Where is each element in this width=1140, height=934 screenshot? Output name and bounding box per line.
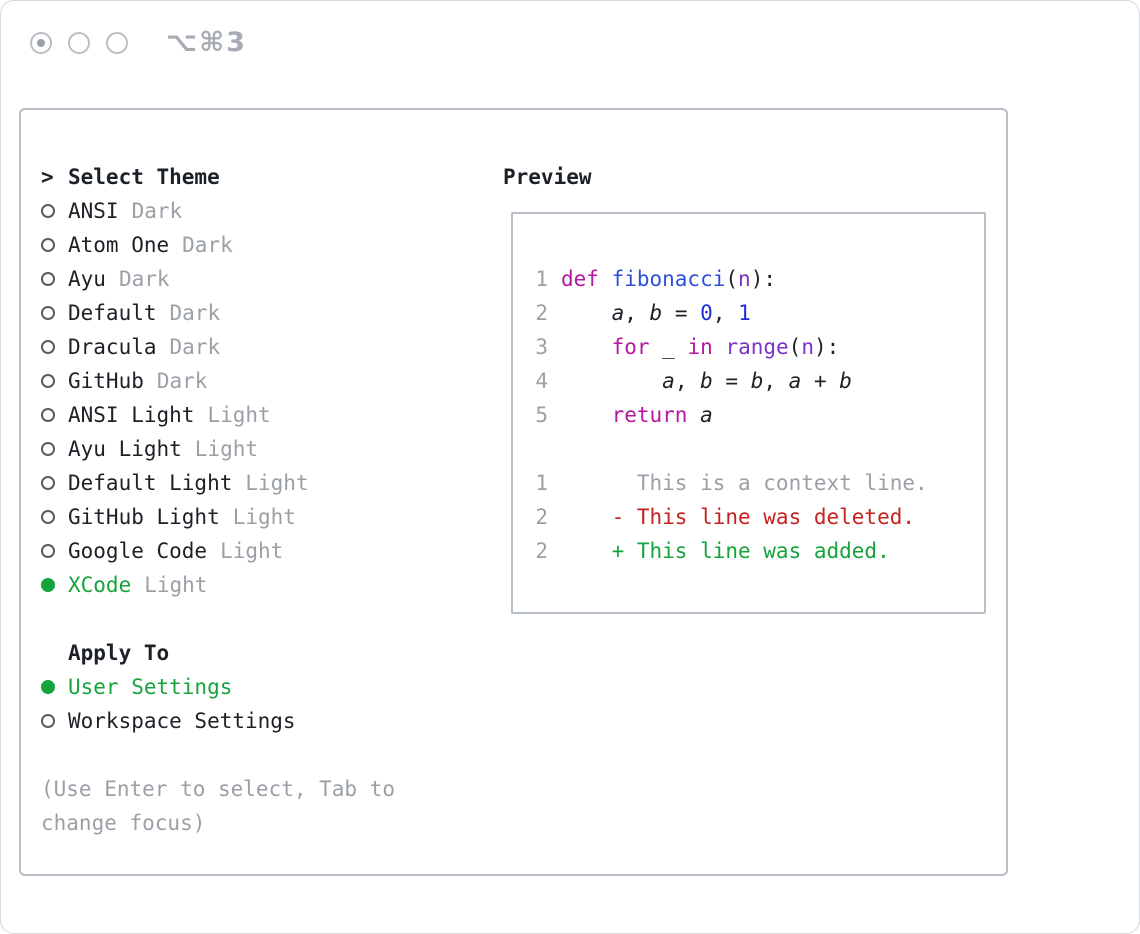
variant-tag: Light (207, 403, 271, 427)
code-line: 4 a, b = b, a + b (535, 364, 972, 398)
radio-unselected-icon (41, 476, 55, 490)
line-number: 1 (535, 267, 548, 291)
radio-unselected-icon (41, 306, 55, 320)
prompt-caret-icon: > (41, 165, 54, 189)
option-label: Ayu (68, 267, 106, 291)
variant-tag: Dark (156, 369, 208, 393)
variant-tag: Dark (182, 233, 233, 257)
theme-option[interactable]: ANSI Light Light (41, 398, 485, 432)
option-label: Dracula (68, 335, 157, 359)
option-label: Atom One (68, 233, 170, 257)
radio-unselected-icon (41, 714, 55, 728)
line-number: 1 (535, 471, 548, 495)
variant-tag: Light (144, 573, 208, 597)
code-text: This is a context line. (561, 471, 928, 495)
variant-tag: Dark (169, 301, 221, 325)
code-text: - This line was deleted. (561, 505, 916, 529)
apply-option[interactable]: User Settings (41, 670, 485, 704)
hint-text: (Use Enter to select, Tab to change focu… (41, 777, 396, 835)
titlebar: ⌥⌘3 (1, 1, 1139, 58)
code-text: a, b = 0, 1 (611, 301, 751, 325)
code-text: def fibonacci(n): (561, 267, 776, 291)
theme-option[interactable]: GitHub Dark (41, 364, 485, 398)
option-label: GitHub (68, 369, 144, 393)
variant-tag: Light (232, 505, 296, 529)
apply-to-title: Apply To (68, 641, 170, 665)
theme-option[interactable]: GitHub Light Light (41, 500, 485, 534)
line-number: 3 (535, 335, 548, 359)
theme-option[interactable]: Atom One Dark (41, 228, 485, 262)
theme-option[interactable]: Google Code Light (41, 534, 485, 568)
option-label: Default Light (68, 471, 233, 495)
code-text: return a (611, 403, 713, 427)
code-line: 2 a, b = 0, 1 (535, 296, 972, 330)
variant-tag: Light (220, 539, 284, 563)
line-number: 4 (535, 369, 548, 393)
code-line: 3 for _ in range(n): (535, 330, 972, 364)
radio-unselected-icon (41, 442, 55, 456)
radio-unselected-icon (41, 238, 55, 252)
theme-option[interactable]: XCode Light (41, 568, 485, 602)
code-line: 2 + This line was added. (535, 534, 972, 568)
option-label: ANSI Light (68, 403, 195, 427)
option-label: XCode (68, 573, 132, 597)
option-label: GitHub Light (68, 505, 220, 529)
option-label: Workspace Settings (68, 709, 296, 733)
theme-option[interactable]: Ayu Dark (41, 262, 485, 296)
theme-option[interactable]: Ayu Light Light (41, 432, 485, 466)
radio-selected-icon (41, 578, 55, 592)
variant-tag: Dark (169, 335, 221, 359)
line-number: 2 (535, 539, 548, 563)
window-control-active-icon[interactable] (30, 31, 52, 54)
code-line: 1 def fibonacci(n): (535, 262, 972, 296)
radio-selected-icon (41, 680, 55, 694)
theme-option[interactable]: Dracula Dark (41, 330, 485, 364)
variant-tag: Light (194, 437, 259, 461)
theme-option[interactable]: Default Light Light (41, 466, 485, 500)
variant-tag: Dark (118, 267, 170, 291)
select-theme-header: > Select Theme (41, 160, 485, 194)
window-control-icon[interactable] (106, 31, 128, 54)
preview-title: Preview (503, 165, 592, 189)
option-label: ANSI (68, 199, 119, 223)
theme-option[interactable]: Default Dark (41, 296, 485, 330)
code-line: 2 - This line was deleted. (535, 500, 972, 534)
code-text: + This line was added. (561, 539, 890, 563)
variant-tag: Light (245, 471, 309, 495)
window-control-icon[interactable] (68, 31, 90, 54)
code-text: for _ in range(n): (611, 335, 840, 359)
option-label: Default (68, 301, 157, 325)
window-control-dot-icon (37, 38, 45, 47)
line-number: 2 (535, 505, 548, 529)
select-theme-title: Select Theme (68, 165, 220, 189)
radio-unselected-icon (41, 204, 55, 218)
option-label: Google Code (68, 539, 208, 563)
code-line (535, 432, 972, 466)
line-number: 5 (535, 403, 548, 427)
radio-unselected-icon (41, 374, 55, 388)
option-label: User Settings (68, 675, 233, 699)
code-line: 5 return a (535, 398, 972, 432)
code-text: a, b = b, a + b (662, 369, 852, 393)
radio-unselected-icon (41, 544, 55, 558)
option-label: Ayu Light (68, 437, 182, 461)
variant-tag: Dark (131, 199, 183, 223)
apply-option[interactable]: Workspace Settings (41, 704, 485, 738)
code-line: 1 This is a context line. (535, 466, 972, 500)
radio-unselected-icon (41, 510, 55, 524)
line-number: 2 (535, 301, 548, 325)
radio-unselected-icon (41, 408, 55, 422)
theme-option[interactable]: ANSI Dark (41, 194, 485, 228)
radio-unselected-icon (41, 272, 55, 286)
keyboard-shortcut-label: ⌥⌘3 (166, 27, 247, 58)
radio-unselected-icon (41, 340, 55, 354)
